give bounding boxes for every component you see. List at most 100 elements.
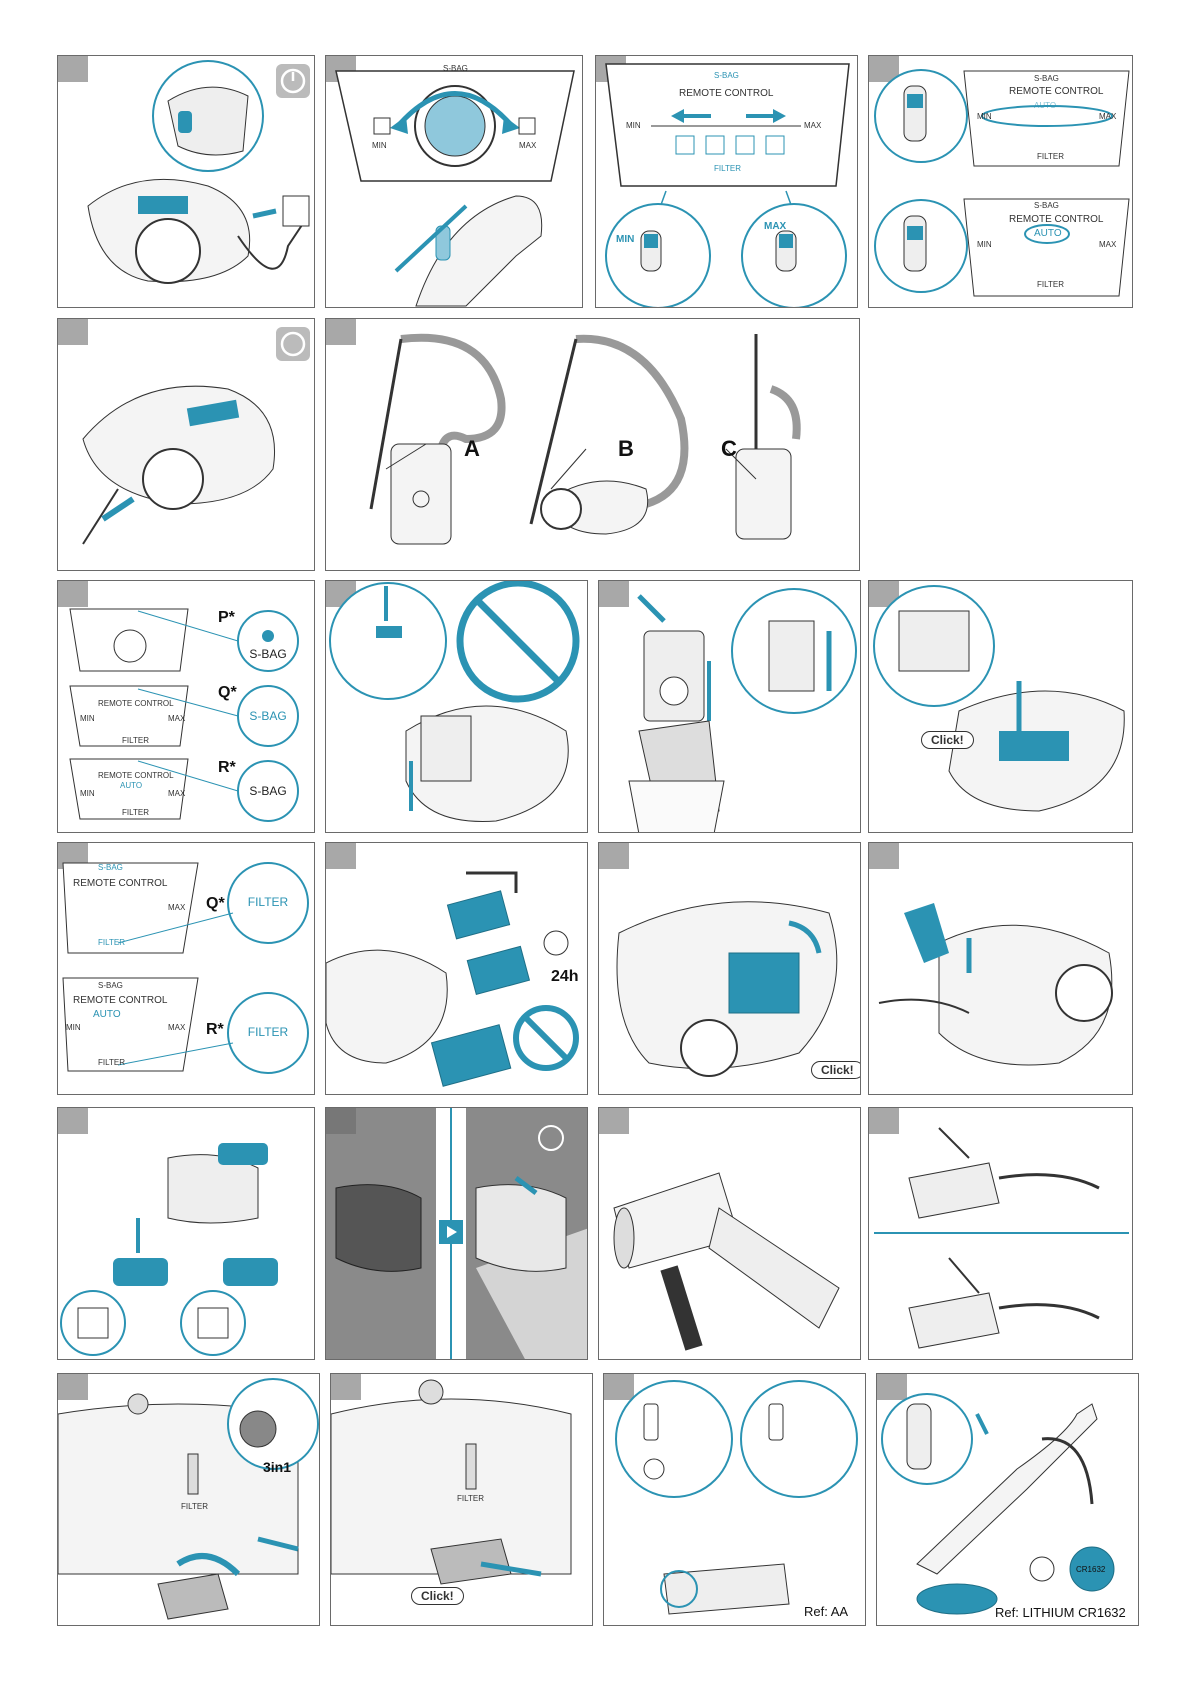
panel-filter-wash: 24h — [325, 842, 588, 1095]
panel-battery-cr1632: CR1632 Ref: LITHIUM CR1632 — [876, 1373, 1139, 1626]
r-star: R* — [206, 1021, 224, 1038]
panel-3in1-tool-store: FILTER Click! — [330, 1373, 593, 1626]
panel-filter-reinsert: Click! — [598, 842, 861, 1095]
remote-title-r: REMOTE CONTROL — [98, 771, 174, 780]
label-c: C — [721, 436, 737, 461]
sbag-label: S-BAG — [714, 71, 739, 80]
step-tab — [326, 319, 356, 345]
min-bottom: MIN — [66, 1023, 81, 1032]
panel-parking-positions: A B C — [325, 318, 860, 571]
dial-illustration — [335, 70, 575, 307]
panel-remote-auto: S-BAG REMOTE CONTROL AUTO MIN MAX FILTER… — [868, 55, 1133, 308]
label-b: B — [618, 436, 634, 461]
q-star: Q* — [206, 895, 225, 912]
3in1-label: 3in1 — [263, 1459, 292, 1475]
auto-bottom: AUTO — [93, 1009, 121, 1020]
step-tab — [604, 1374, 634, 1400]
panel-open-lid — [325, 580, 588, 833]
click-badge: Click! — [411, 1587, 464, 1605]
sbag-bottom: S-BAG — [98, 981, 123, 990]
max-top: MAX — [168, 903, 186, 912]
filter-label: FILTER — [181, 1502, 208, 1511]
battery-ref: Ref: AA — [804, 1604, 849, 1619]
max-label-top: MAX — [1099, 112, 1117, 121]
q-star: Q* — [218, 684, 237, 701]
remote-title-top: REMOTE CONTROL — [73, 878, 168, 889]
step-tab — [331, 1374, 361, 1400]
battery-aa-illustration — [615, 1380, 858, 1615]
max-q: MAX — [168, 714, 186, 723]
min-label-top: MIN — [977, 112, 992, 121]
3in1-store-illustration — [331, 1379, 572, 1585]
sbag-top: S-BAG — [98, 863, 123, 872]
turbo-nozzle-illustration — [613, 1172, 840, 1351]
remote-auto-illustration — [874, 69, 1130, 297]
cord-rewind-illustration — [82, 327, 310, 545]
max-bottom: MAX — [168, 1023, 186, 1032]
filter-circle-q: FILTER — [247, 895, 289, 909]
panel-power-on — [57, 55, 315, 308]
filter-top: FILTER — [98, 938, 125, 947]
panel-filter-remove-motor — [868, 842, 1133, 1095]
remote-title-bottom: REMOTE CONTROL — [73, 995, 168, 1006]
panel-close-lid: Click! — [868, 580, 1133, 833]
panel-nozzle-clean — [868, 1107, 1133, 1360]
max-r: MAX — [168, 789, 186, 798]
battery-cr1632-illustration — [881, 1393, 1115, 1615]
max-button-label: MAX — [764, 221, 787, 232]
3in1-tool-illustration — [58, 1378, 319, 1620]
step-tab — [326, 1108, 356, 1134]
step-tab — [599, 581, 629, 607]
nozzle-clean-illustration — [874, 1127, 1129, 1349]
sbag-q: S-BAG — [249, 709, 287, 723]
step-tab — [58, 581, 88, 607]
open-lid-illustration — [329, 581, 580, 822]
panel-nozzle-switch — [57, 1107, 315, 1360]
filter-q: FILTER — [122, 736, 149, 745]
min-button-label: MIN — [616, 234, 635, 245]
panel-sbag-indicators: P* Q* R* S-BAG S-BAG S-BAG REMOTE CONTRO… — [57, 580, 315, 833]
sbag-p: S-BAG — [249, 647, 287, 661]
filter-circle-r: FILTER — [247, 1025, 289, 1039]
max-label: MAX — [519, 141, 537, 150]
sbag-r: S-BAG — [249, 784, 287, 798]
remote-title-q: REMOTE CONTROL — [98, 699, 174, 708]
remote-control-illustration — [605, 63, 850, 307]
panel-remote-minmax: S-BAG REMOTE CONTROL MIN MAX FILTER MIN … — [595, 55, 858, 308]
click-badge: Click! — [811, 1061, 860, 1079]
remote-title-bottom: REMOTE CONTROL — [1009, 214, 1104, 225]
nozzle-light-illustration — [335, 1108, 587, 1359]
filter-wash-illustration — [326, 871, 579, 1087]
panel-filter-indicators: Q* R* FILTER FILTER S-BAG REMOTE CONTROL… — [57, 842, 315, 1095]
filter-r: FILTER — [122, 808, 149, 817]
panel-nozzle-light — [325, 1107, 588, 1360]
max-label: MAX — [804, 121, 822, 130]
sbag-label: S-BAG — [443, 64, 468, 73]
filter-label-bottom: FILTER — [1037, 280, 1064, 289]
step-tab — [869, 1108, 899, 1134]
filter-reinsert-illustration — [616, 901, 838, 1077]
remote-title-top: REMOTE CONTROL — [1009, 86, 1104, 97]
step-tab — [869, 843, 899, 869]
drying-hours: 24h — [551, 968, 579, 985]
step-tab — [326, 843, 356, 869]
r-star: R* — [218, 759, 236, 776]
step-tab — [877, 1374, 907, 1400]
panel-replace-bag — [598, 580, 861, 833]
step-tab — [599, 1108, 629, 1134]
panel-cord-rewind — [57, 318, 315, 571]
filter-label-top: FILTER — [1037, 152, 1064, 161]
p-star: P* — [218, 609, 235, 626]
auto-label-top: AUTO — [1034, 101, 1057, 110]
filter-indicator-illustration — [62, 862, 309, 1074]
battery-ref: Ref: LITHIUM CR1632 — [995, 1605, 1126, 1620]
step-tab — [58, 319, 88, 345]
remote-title: REMOTE CONTROL — [679, 88, 774, 99]
min-label-bottom: MIN — [977, 240, 992, 249]
max-label-bottom: MAX — [1099, 240, 1117, 249]
min-q: MIN — [80, 714, 95, 723]
filter-label: FILTER — [714, 164, 741, 173]
step-tab — [599, 843, 629, 869]
sbag-indicator-illustration — [69, 608, 299, 822]
min-label: MIN — [626, 121, 641, 130]
